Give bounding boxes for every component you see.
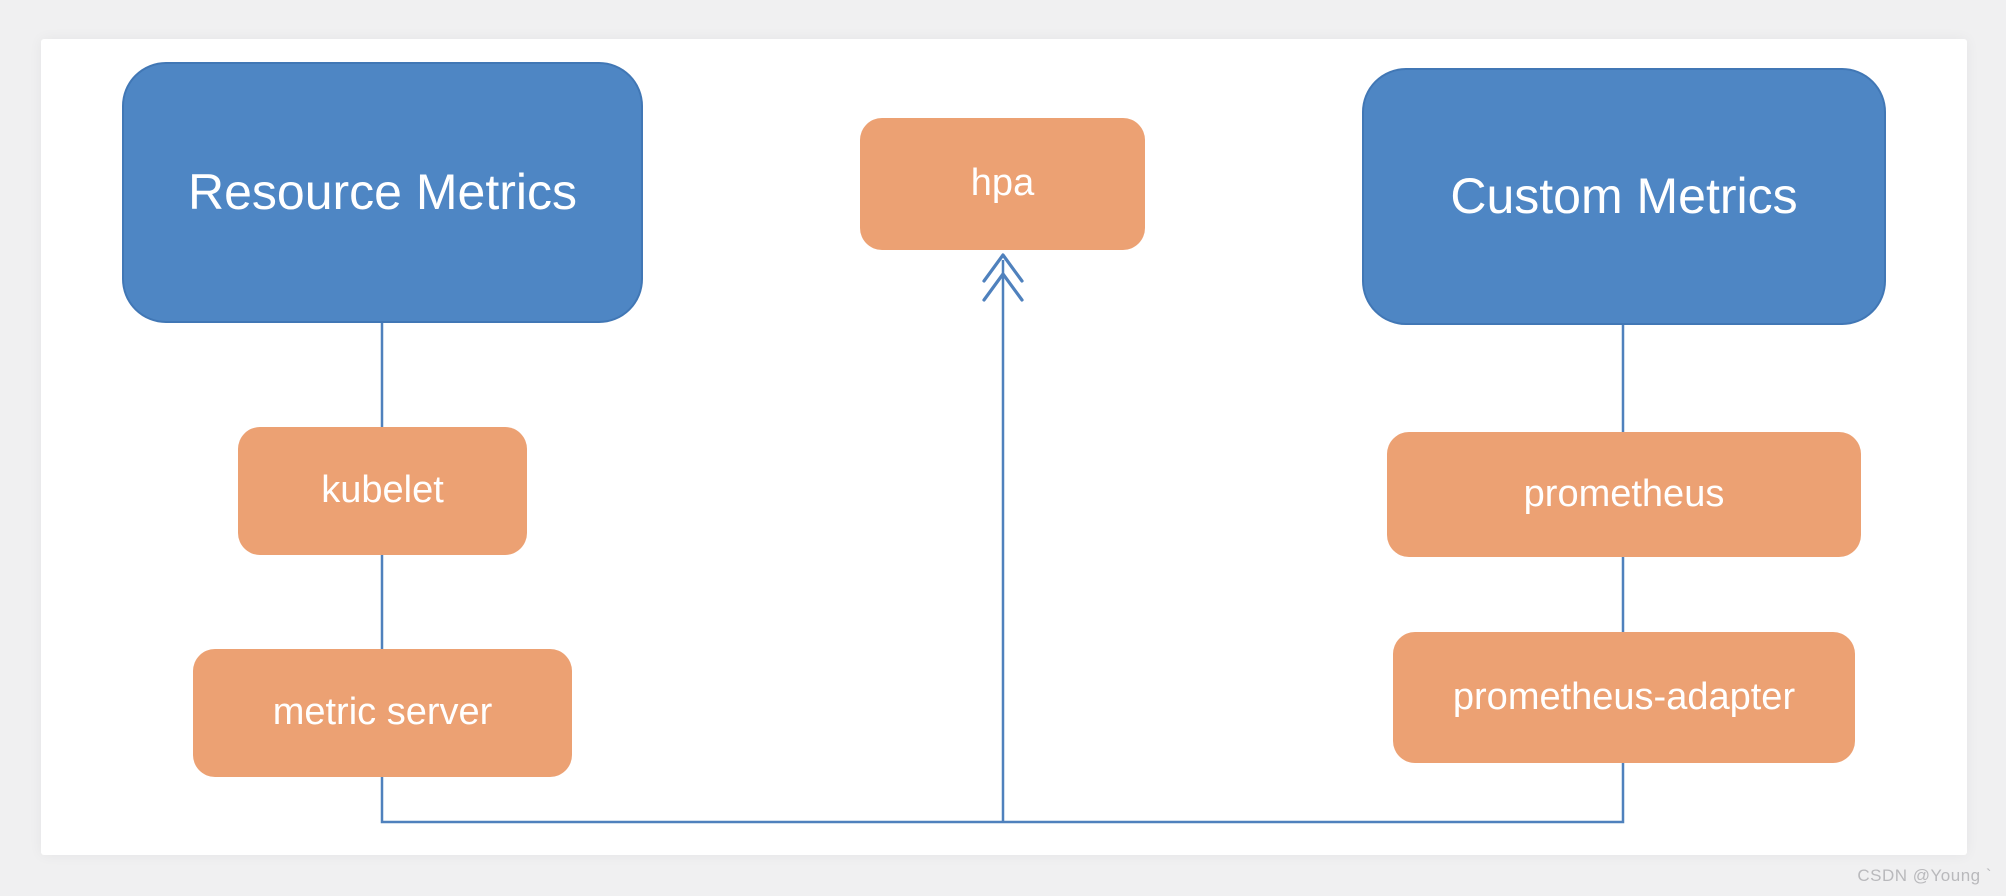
node-metric-server: metric server: [193, 649, 572, 777]
watermark: CSDN @Young `: [1857, 866, 1992, 885]
node-prometheus-adapter: prometheus-adapter: [1393, 632, 1855, 763]
node-custom-metrics: Custom Metrics: [1362, 68, 1886, 325]
node-resource-metrics-label: Resource Metrics: [188, 164, 577, 220]
node-kubelet: kubelet: [238, 427, 527, 555]
node-prometheus-label: prometheus: [1523, 472, 1725, 515]
node-hpa-label: hpa: [970, 162, 1035, 205]
node-custom-metrics-label: Custom Metrics: [1450, 168, 1798, 224]
node-resource-metrics: Resource Metrics: [122, 62, 643, 323]
node-kubelet-label: kubelet: [321, 469, 444, 512]
node-metric-server-label: metric server: [272, 691, 493, 734]
node-hpa: hpa: [860, 118, 1145, 250]
node-prometheus: prometheus: [1387, 432, 1861, 557]
node-prometheus-adapter-label: prometheus-adapter: [1452, 675, 1796, 718]
